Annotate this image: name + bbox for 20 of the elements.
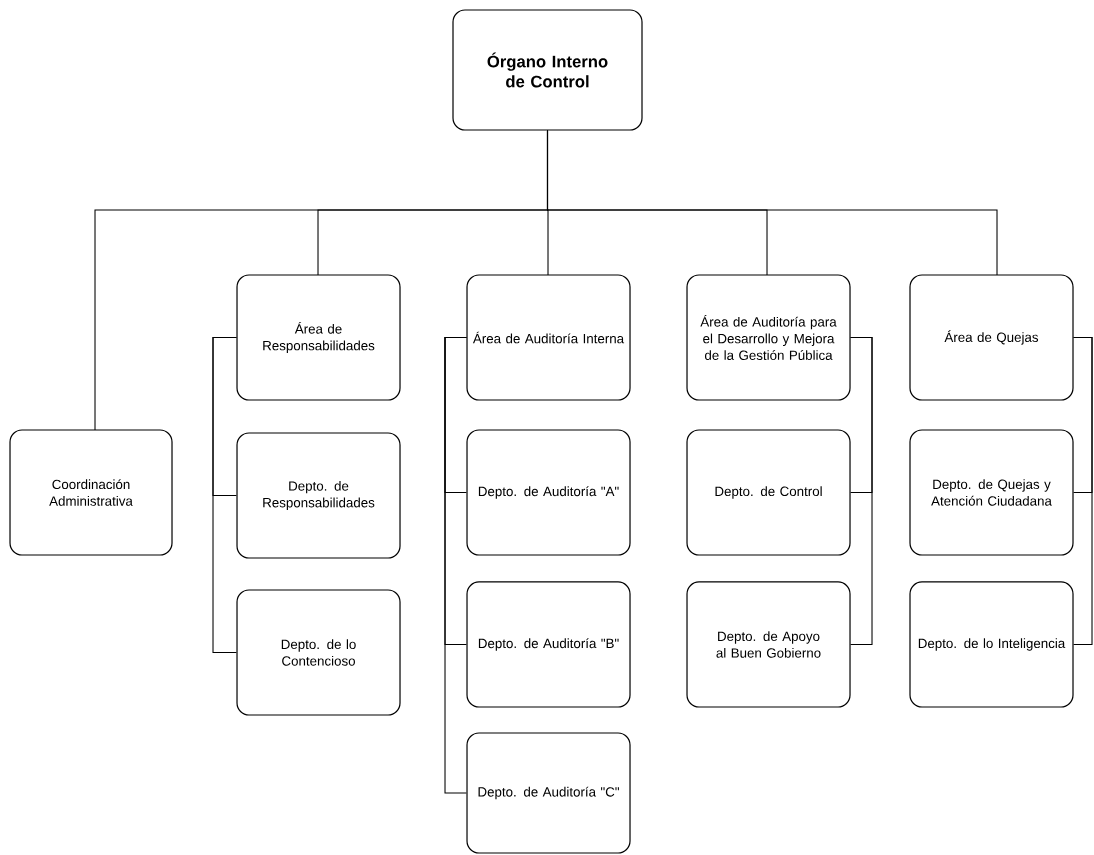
- unit-box: Depto. de Control: [686, 429, 851, 556]
- unit-box: Depto. de Auditoría "C": [466, 732, 631, 854]
- unit-box: Depto. de lo Contencioso: [236, 589, 401, 716]
- unit-box: Área de Auditoría para el Desarrollo y Mejora de la Gestión Pública: [686, 274, 851, 401]
- connector-line: [1073, 336, 1093, 645]
- unit-box: Depto. de Auditoría "A": [466, 429, 631, 556]
- connector-line: [546, 130, 998, 276]
- unit-box: Área de Responsabilidades: [236, 274, 401, 401]
- unit-box: Depto. de Apoyo al Buen Gobierno: [686, 581, 851, 708]
- connector-line: [444, 336, 467, 794]
- unit-box: Depto. de Quejas y Atención Ciudadana: [909, 429, 1074, 556]
- unit-box: Depto. de Auditoría "B": [466, 581, 631, 708]
- unit-box: Depto. de Responsabilidades: [236, 432, 401, 559]
- unit-box: Depto. de lo Inteligencia: [909, 581, 1074, 708]
- unit-box: Área de Quejas: [909, 274, 1074, 401]
- connector-line: [212, 336, 237, 653]
- connector-line: [850, 336, 873, 645]
- unit-box: Área de Auditoría Interna: [466, 274, 631, 401]
- title-box: Órgano Interno de Control: [452, 9, 643, 131]
- unit-box: Coordinación Administrativa: [9, 429, 173, 556]
